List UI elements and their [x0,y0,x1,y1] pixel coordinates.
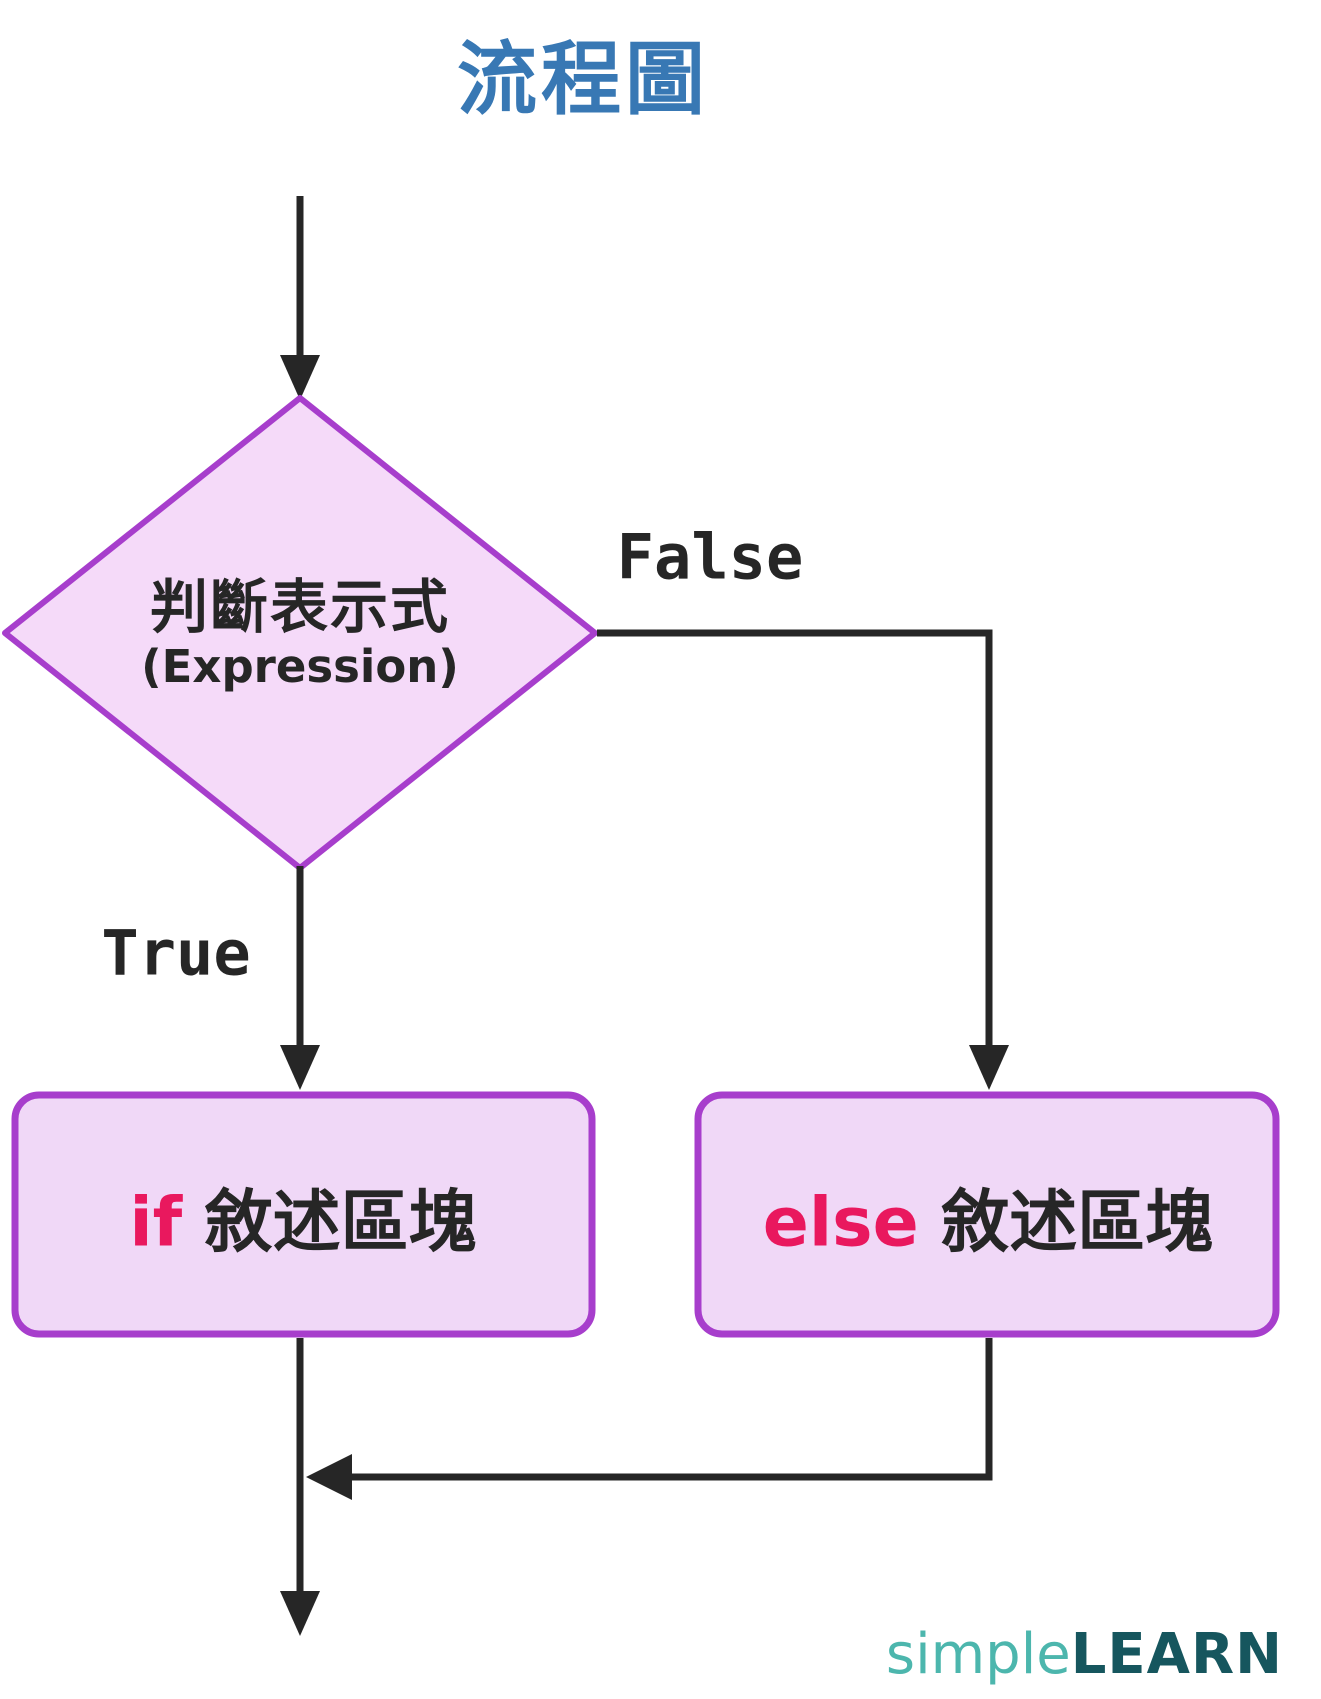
else-box-text: 敘述區塊 [941,1183,1214,1263]
arrowhead-down-icon [280,355,320,400]
connector-false-branch [597,629,993,1050]
if-box-shape [11,1091,596,1338]
arrowhead-down-icon [280,1591,320,1636]
brand-logo-light: simple [885,1622,1071,1687]
else-box-shape [694,1091,1280,1338]
arrowhead-left-icon [306,1454,352,1500]
connector-merge [352,1338,993,1481]
decision-label-main: 判斷表示式 [149,572,450,641]
false-branch-label: False [616,520,804,594]
brand-logo: simpleLEARN [886,1622,1283,1687]
decision-label-sub: (Expression) [141,639,459,693]
arrowhead-down-icon [969,1045,1009,1090]
else-keyword: else [762,1183,919,1263]
if-box-label: if 敘述區塊 [129,1167,476,1266]
else-box-label: else 敘述區塊 [763,1167,1213,1266]
arrowhead-down-icon [280,1045,320,1090]
page-title: 流程圖 [457,33,709,126]
brand-logo-bold: LEARN [1070,1622,1283,1687]
if-box-text: 敘述區塊 [204,1183,477,1263]
decision-label: 判斷表示式 (Expression) [141,574,459,692]
if-keyword: if [129,1183,183,1263]
true-branch-label: True [101,916,251,990]
